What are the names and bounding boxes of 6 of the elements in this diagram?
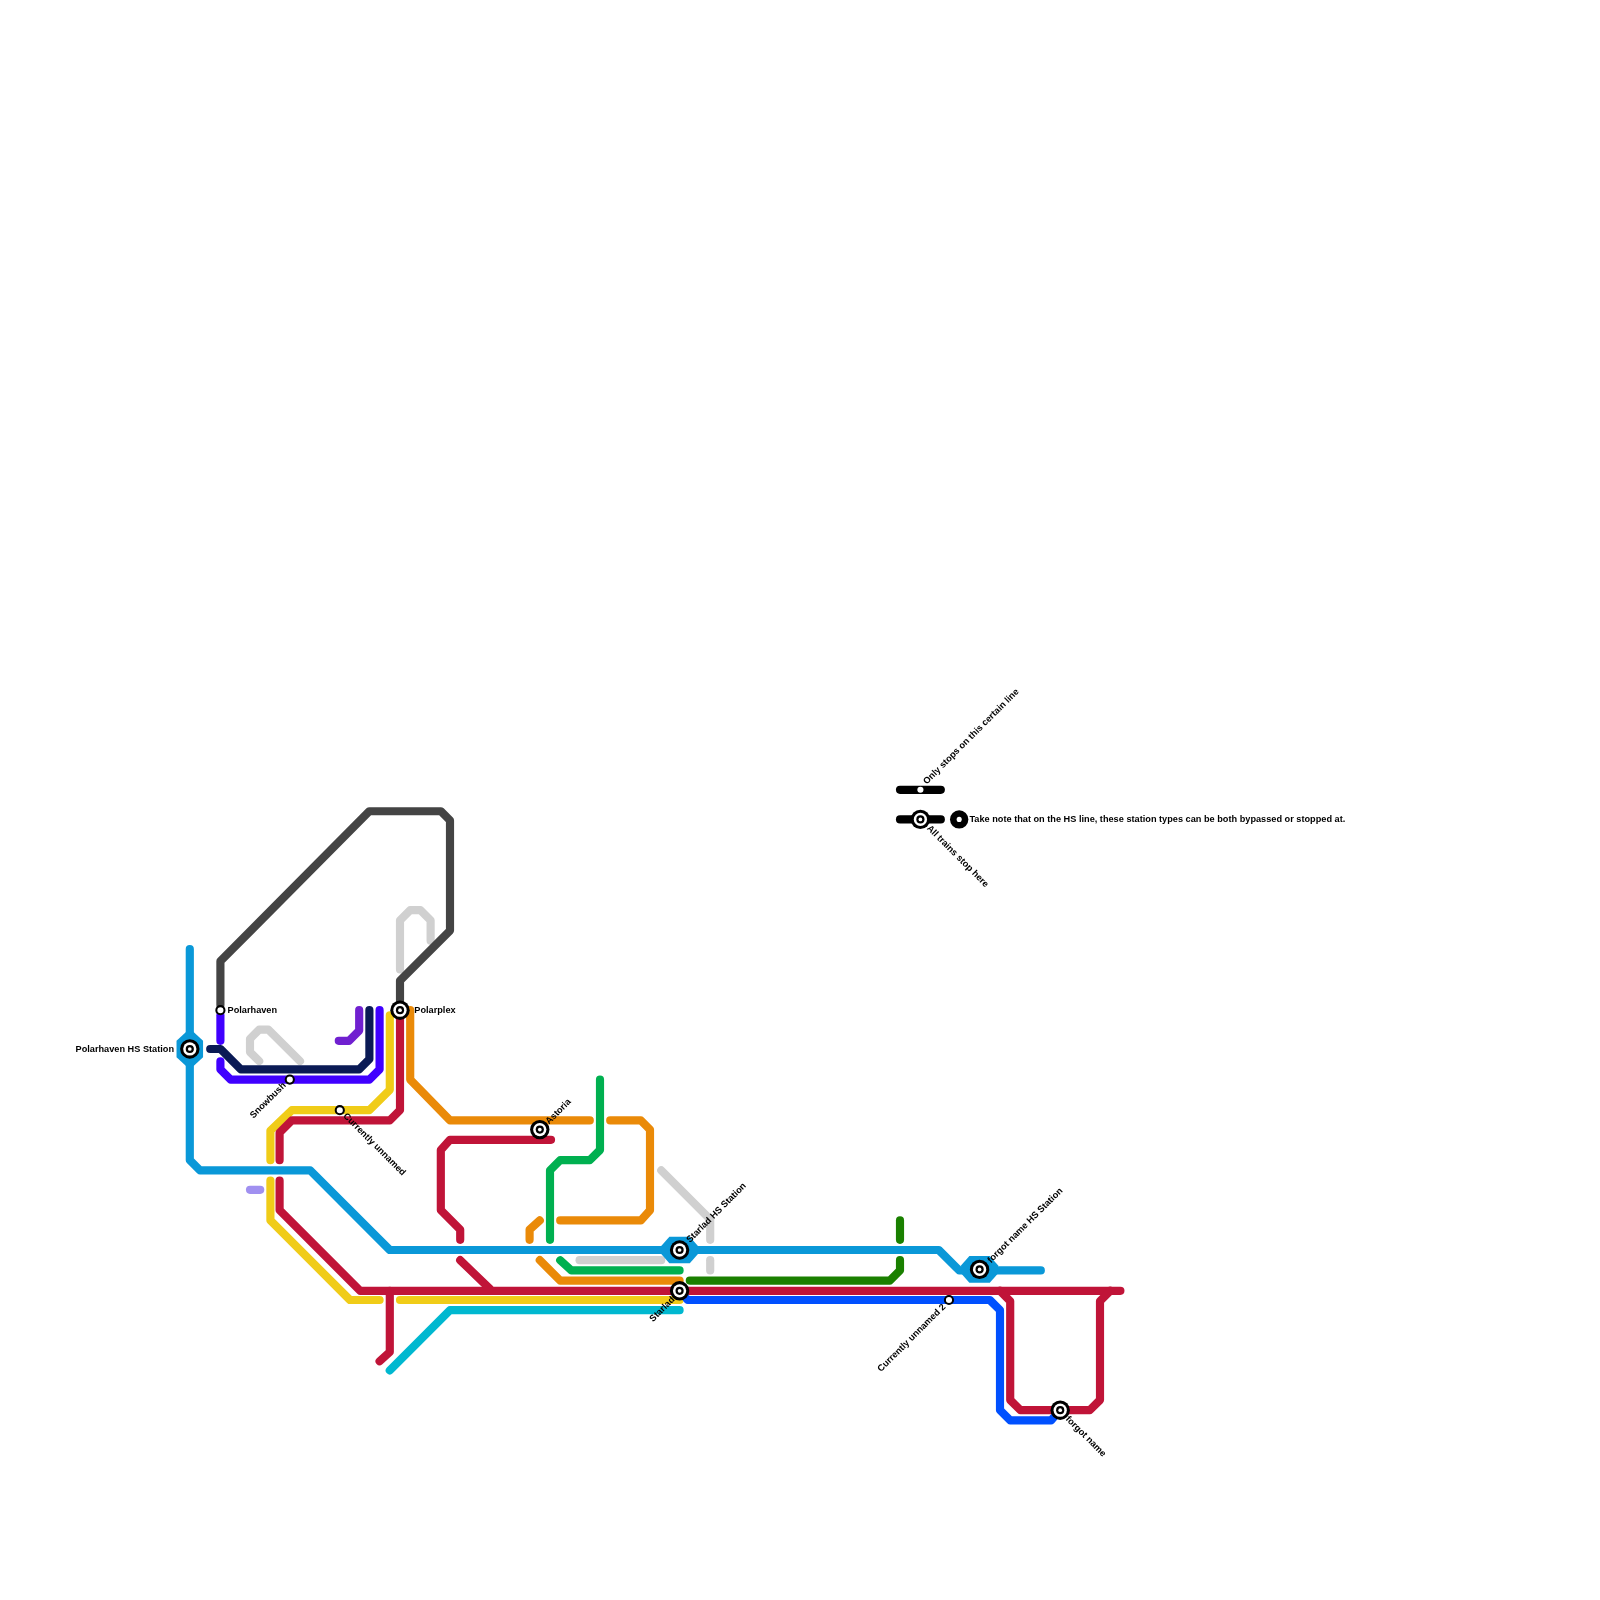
station-label: Polarplex: [414, 1005, 456, 1016]
rail-line: [216, 807, 455, 1010]
rail-line: [682, 1294, 1058, 1425]
station-label: Polarhaven HS Station: [75, 1043, 174, 1055]
note-text: Take note that on the HS line, these station types can be both bypassed or stopped at.: [969, 814, 1346, 825]
station-label: Polarhaven: [227, 1005, 278, 1016]
